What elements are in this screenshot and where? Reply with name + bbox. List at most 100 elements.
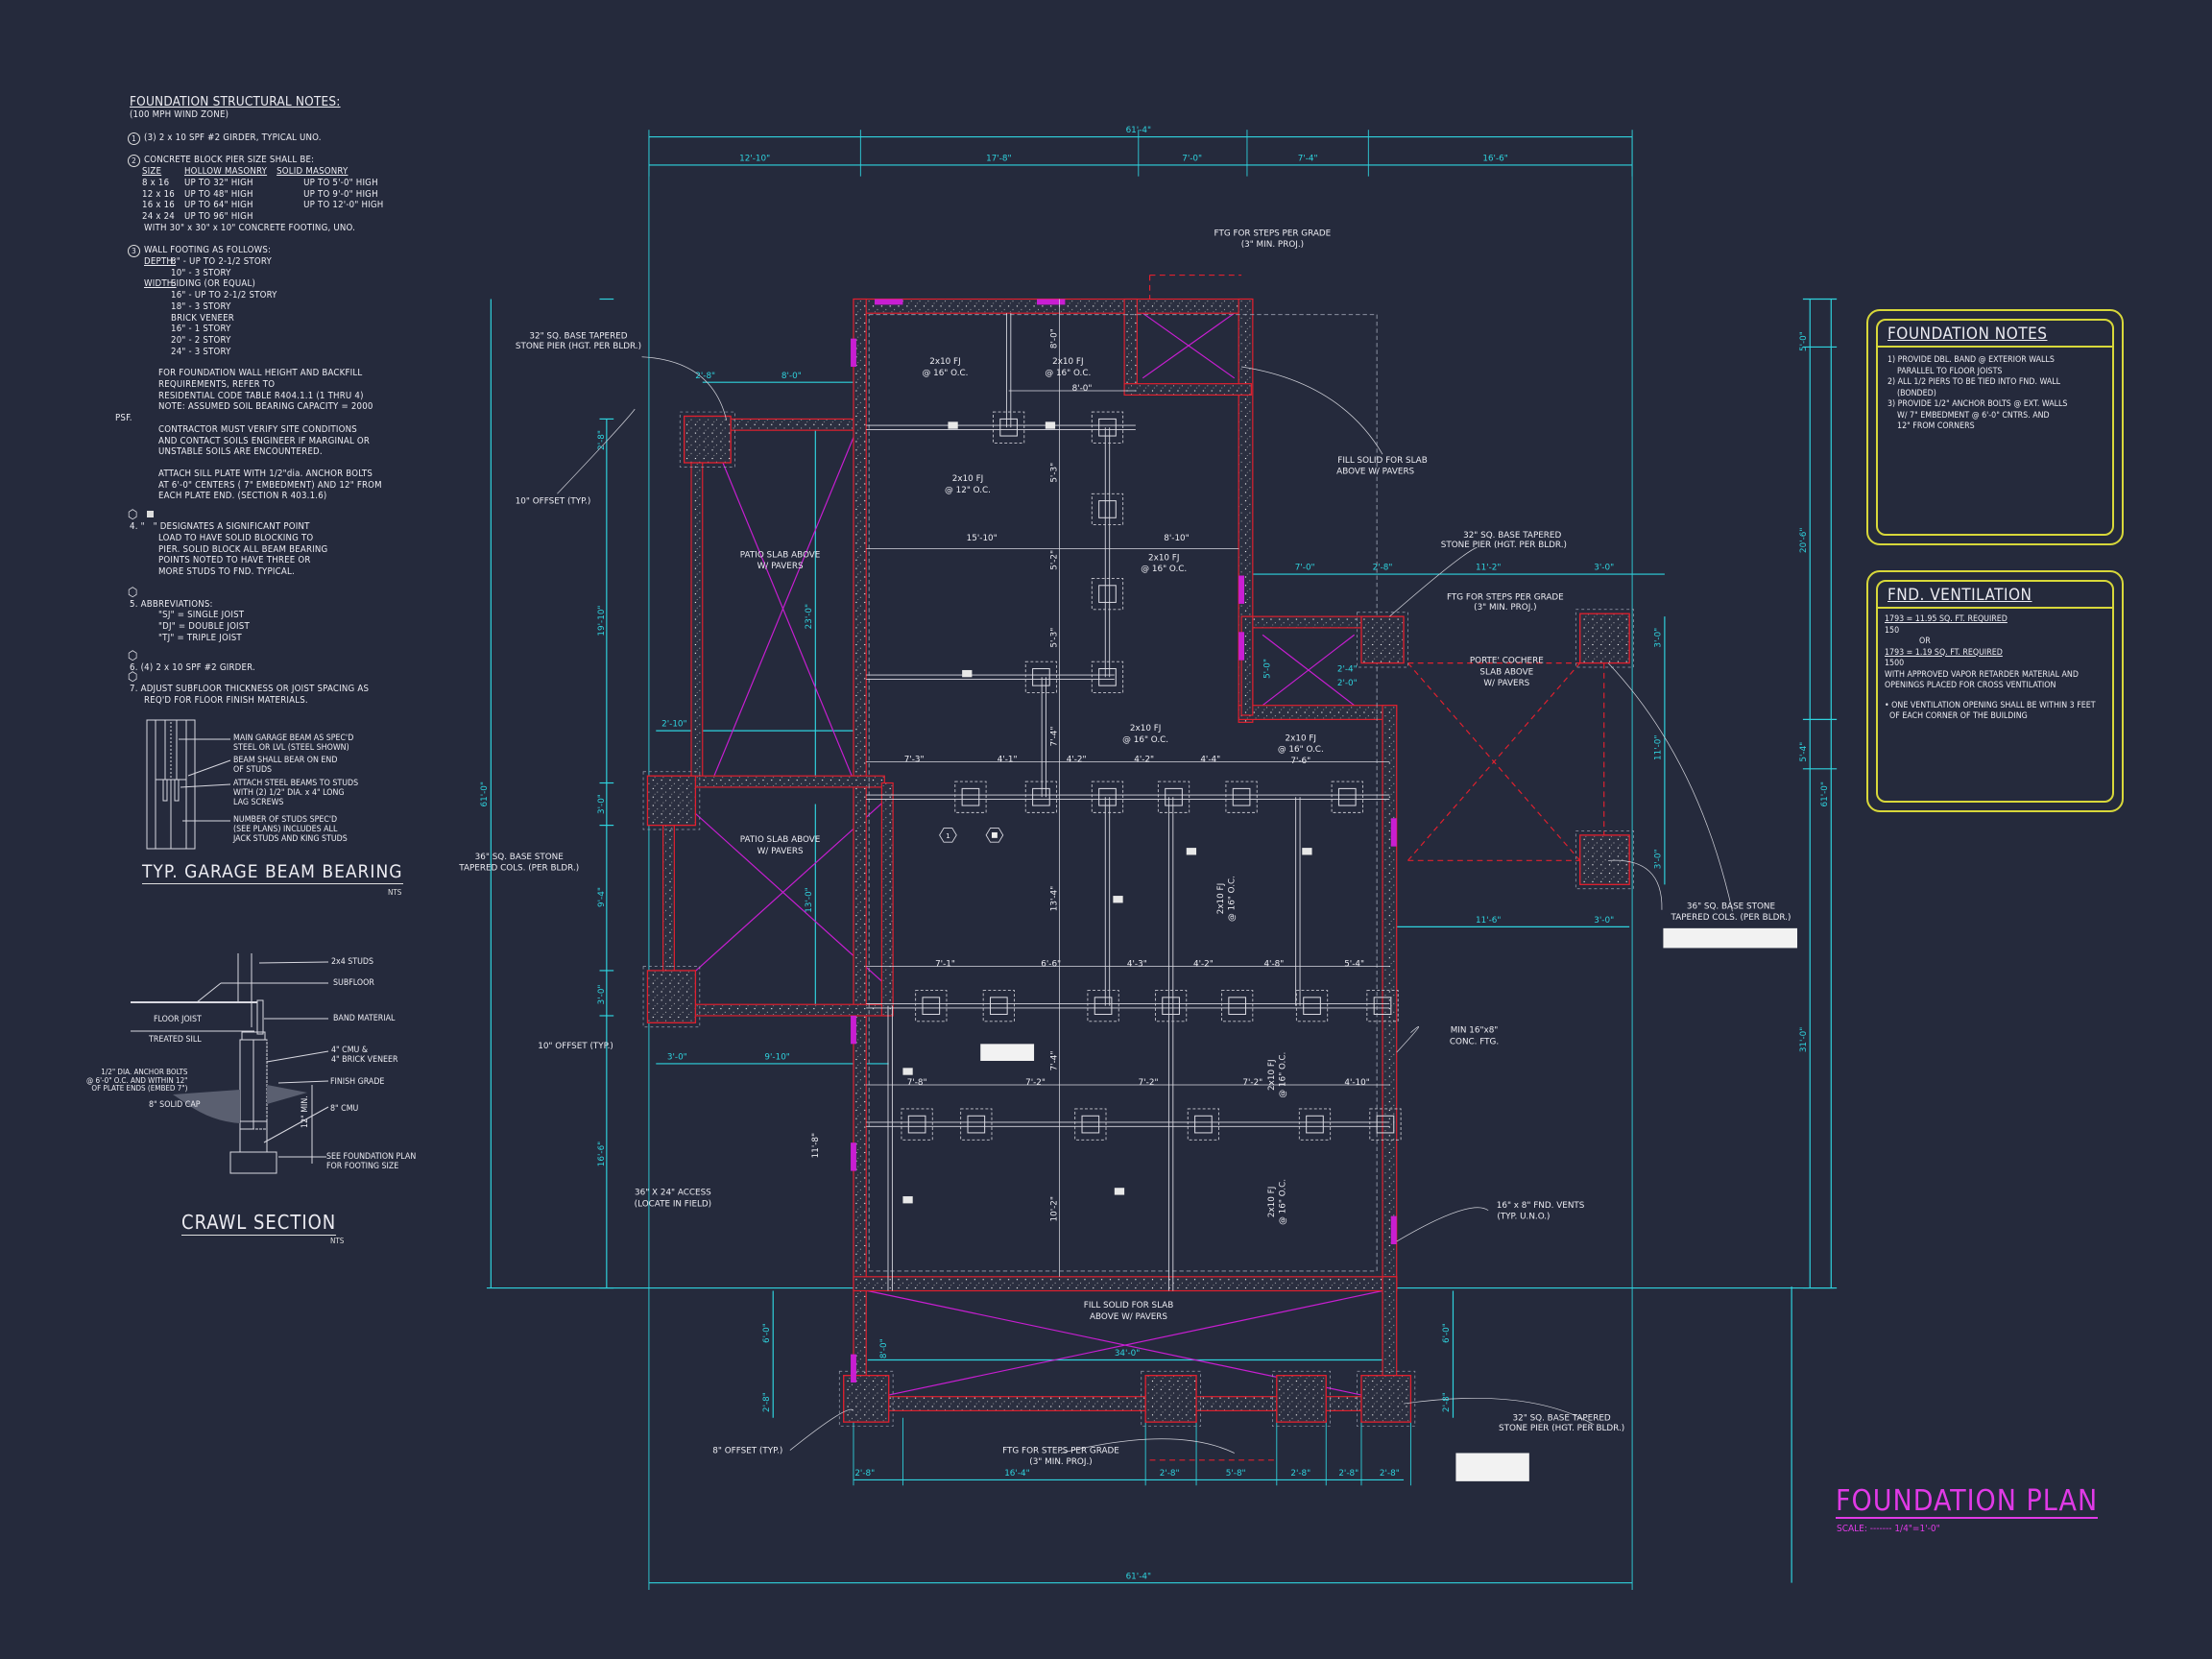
leader-line xyxy=(1389,546,1478,617)
dimension-label: 2'-0" xyxy=(1337,679,1358,688)
dimension-label: 4'-10" xyxy=(1344,1078,1369,1088)
vent-line: WITH APPROVED VAPOR RETARDER MATERIAL AN… xyxy=(1885,669,2079,680)
block-pier xyxy=(1306,1115,1324,1134)
block-pier xyxy=(1094,997,1113,1016)
box-header xyxy=(1876,319,2114,348)
foundation-wall xyxy=(853,298,867,1419)
plan-label: FILL SOLID FOR SLAB xyxy=(1084,1301,1173,1310)
cell: UP TO 9'-0" HIGH xyxy=(303,188,378,200)
block-pier xyxy=(961,787,980,806)
joist-label: @ 16" O.C. xyxy=(1279,1179,1288,1225)
garage-label-studs: NUMBER OF STUDS SPEC'D (SEE PLANS) INCLU… xyxy=(233,815,348,844)
dimension-label: 5'-3" xyxy=(1050,628,1060,648)
width-label: WIDTH: xyxy=(144,278,177,290)
foundation-notes-list: 1) PROVIDE DBL. BAND @ EXTERIOR WALLS PA… xyxy=(1887,355,2108,433)
dimension-label: 2'-8" xyxy=(1290,1469,1310,1479)
point-load-symbol-icon xyxy=(991,831,998,838)
note-line: PIER. SOLID BLOCK ALL BEAM BEARING xyxy=(158,543,328,555)
note-line: (BONDED) xyxy=(1887,388,1936,398)
foundation-wall xyxy=(1238,705,1398,720)
stone-pier xyxy=(843,1375,890,1423)
foundation-vent xyxy=(1238,575,1245,604)
block-pier xyxy=(1373,997,1392,1016)
note-marker: 3 xyxy=(128,245,140,258)
vent-bullet: OF EACH CORNER OF THE BUILDING xyxy=(1885,711,2028,721)
pier-footing xyxy=(1091,781,1124,813)
block-pier xyxy=(1098,787,1117,806)
note-1: 1 (3) 2 x 10 SPF #2 GIRDER, TYPICAL UNO. xyxy=(128,132,437,145)
joist-label: @ 12" O.C. xyxy=(945,486,991,495)
plan-label: 36" X 24" ACCESS xyxy=(635,1189,711,1198)
dimension-label: 7'-4" xyxy=(1050,1051,1060,1071)
hexagon-marker-icon: ⬡ xyxy=(128,585,138,600)
pier-footing-outline xyxy=(1575,609,1634,668)
dimension-label: 13'-0" xyxy=(805,887,814,912)
pier-footing xyxy=(1225,781,1258,813)
dimension-label: 7'-3" xyxy=(904,755,925,764)
crawl-label-cmu-brick: 4" CMU & 4" BRICK VENEER xyxy=(331,1046,398,1065)
pier-footing xyxy=(901,1108,933,1141)
dimension-label: 12'-10" xyxy=(739,155,770,164)
dimension-label: 5'-8" xyxy=(1226,1469,1246,1479)
vent-line: OPENINGS PLACED FOR CROSS VENTILATION xyxy=(1885,681,2056,690)
dimension-label: 10'-2" xyxy=(1050,1196,1060,1221)
note-line: FOR FOUNDATION WALL HEIGHT AND BACKFILL xyxy=(158,368,363,379)
note-line: "TJ" = TRIPLE JOIST xyxy=(158,632,242,643)
note-line: LOAD TO HAVE SOLID BLOCKING TO xyxy=(158,532,314,543)
joist-label: @ 16" O.C. xyxy=(1045,369,1091,378)
note-number: 4. xyxy=(130,521,138,533)
plan-label: 10" OFFSET (TYP.) xyxy=(538,1042,613,1051)
block-pier xyxy=(1376,1115,1395,1134)
slab-x-line xyxy=(1262,634,1355,707)
leader-line xyxy=(641,356,728,421)
slab-x-line xyxy=(711,437,854,781)
block-pier xyxy=(999,418,1018,437)
block-pier xyxy=(1098,418,1117,437)
pier-footing-outline xyxy=(642,771,701,830)
foundation-wall xyxy=(690,1003,890,1017)
plan-label: 10" OFFSET (TYP.) xyxy=(516,497,591,507)
dimension-label: 4'-3" xyxy=(1127,960,1147,970)
note-line: UNSTABLE SOILS ARE ENCOUNTERED. xyxy=(158,446,323,458)
note-line: 16" - UP TO 2-1/2 STORY xyxy=(171,290,277,301)
foundation-wall xyxy=(690,418,704,784)
table-header: SIZE xyxy=(142,166,162,178)
note-text: SIDING (OR EQUAL) xyxy=(171,278,256,290)
crawl-label-band: BAND MATERIAL xyxy=(333,1014,396,1023)
point-load-symbol-icon xyxy=(147,511,154,518)
cell: UP TO 5'-0" HIGH xyxy=(303,177,378,188)
dimension-label: 4'-2" xyxy=(1067,755,1087,764)
note-2: 2 CONCRETE BLOCK PIER SIZE SHALL BE: SIZ… xyxy=(128,155,437,233)
garage-detail-scale: NTS xyxy=(388,888,402,897)
foundation-vent xyxy=(851,1142,856,1171)
joist-label: 2x10 FJ xyxy=(1130,724,1161,733)
vent-bullet: • ONE VENTILATION OPENING SHALL BE WITHI… xyxy=(1885,700,2096,710)
plan-label: PORTE' COCHERE xyxy=(1470,657,1544,666)
box-header xyxy=(1876,580,2114,609)
plan-label: ABOVE W/ PAVERS xyxy=(1090,1312,1167,1322)
plan-label: STONE PIER (HGT. PER BLDR.) xyxy=(1441,541,1567,550)
vent-calc-1-denominator: 150 xyxy=(1885,625,1900,636)
pier-footing xyxy=(1091,493,1124,526)
block-pier xyxy=(1337,787,1357,806)
foundation-wall xyxy=(880,781,894,1017)
note-line: W/ 7" EMBEDMENT @ 6'-0" CNTRS. AND xyxy=(1887,410,2050,421)
pier-footing xyxy=(1074,1108,1107,1141)
point-load-marker xyxy=(1113,896,1123,903)
hexagon-marker-icon xyxy=(939,828,957,843)
plan-label: FTG FOR STEPS PER GRADE xyxy=(1214,228,1332,238)
pier-footing xyxy=(1024,661,1058,693)
point-load-marker xyxy=(1045,421,1056,429)
dimension-label: 4'-1" xyxy=(998,755,1018,764)
hexagon-marker-icon: ⬡ xyxy=(128,649,138,664)
plan-label: (LOCATE IN FIELD) xyxy=(635,1199,711,1209)
plan-label: SLAB ABOVE xyxy=(1479,667,1533,677)
plan-scale: SCALE: ------- 1/4"=1'-0" xyxy=(1837,1524,1940,1534)
garage-label-lag-screws: ATTACH STEEL BEAMS TO STUDS WITH (2) 1/2… xyxy=(233,779,359,807)
plan-label: 32" SQ. BASE TAPERED xyxy=(529,332,627,342)
foundation-notes-box: FOUNDATION NOTES 1) PROVIDE DBL. BAND @ … xyxy=(1866,309,2124,545)
note-line: NOTE: ASSUMED SOIL BEARING CAPACITY = 20… xyxy=(158,401,373,413)
